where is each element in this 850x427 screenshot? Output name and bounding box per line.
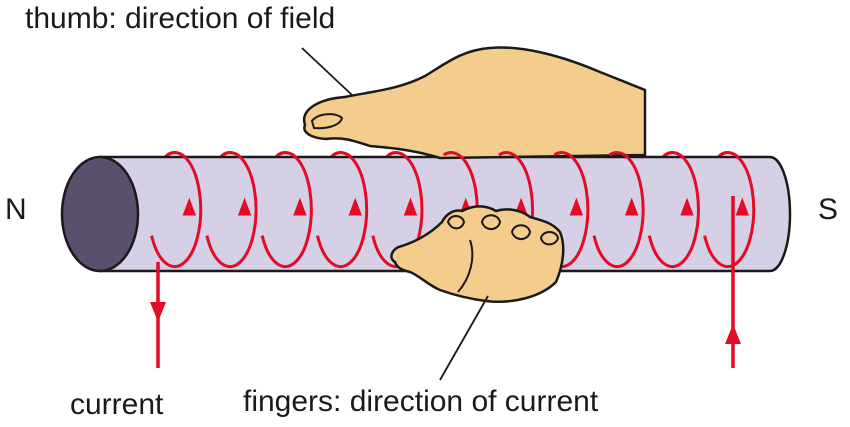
finger-nail-1 [446, 215, 466, 230]
finger-nail-4 [539, 231, 560, 246]
coil-loop-front [316, 151, 369, 269]
fingers-direction-label: fingers: direction of current [243, 385, 599, 418]
lead-arrow-up [725, 324, 741, 344]
current-arrowhead [569, 197, 584, 216]
finger-crease [457, 239, 474, 293]
coil-loop-front [647, 151, 700, 269]
thumb-nail [310, 113, 344, 130]
lead-arrow-down [150, 302, 166, 322]
finger-nail-3 [510, 224, 532, 241]
current-arrowhead [624, 197, 639, 216]
current-arrowhead [182, 197, 197, 216]
lead-wires [150, 196, 741, 368]
fingers-label-pointer [439, 295, 489, 381]
coil-loop-front [260, 151, 313, 269]
thumb-label-pointer [301, 47, 353, 96]
current-label: current [70, 388, 164, 421]
rod-body [98, 155, 792, 273]
fingers-hand [390, 205, 565, 303]
coil-loop-front [205, 151, 258, 269]
finger-nail-2 [480, 214, 502, 231]
current-arrowhead [680, 197, 694, 216]
fingers-hand-outline [390, 205, 565, 303]
current-arrowhead [293, 197, 307, 216]
current-arrowhead [403, 197, 418, 216]
south-pole-label: S [818, 193, 839, 226]
current-arrowhead [735, 197, 750, 216]
coil-loop-front [703, 151, 756, 269]
current-arrowhead [348, 197, 362, 216]
rod [60, 155, 792, 273]
north-pole-label: N [5, 193, 27, 226]
current-arrowhead [237, 197, 252, 216]
thumb-direction-label: thumb: direction of field [25, 2, 336, 35]
thumb-hand [302, 46, 647, 160]
coil-loop-front [150, 151, 203, 269]
coil-loop-front [592, 151, 645, 269]
rod-north-end [60, 155, 140, 273]
coil-loop-front [371, 151, 424, 269]
